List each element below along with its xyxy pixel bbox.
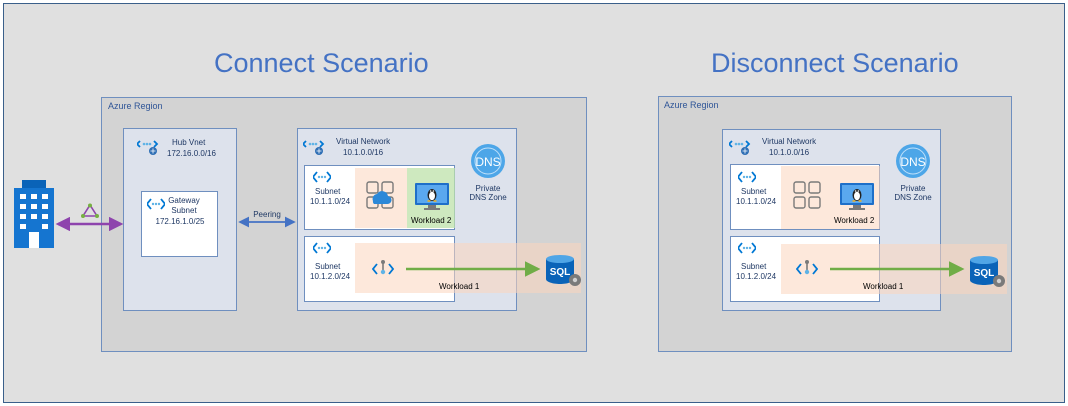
hub-vnet-cidr: 172.16.0.0/16 bbox=[167, 149, 216, 158]
vnet-icon bbox=[137, 140, 159, 155]
subnet-icon bbox=[313, 242, 331, 254]
private-endpoint-icon bbox=[796, 260, 818, 275]
disconnect-title: Disconnect Scenario bbox=[711, 48, 959, 78]
gateway-subnet-name-line1: Gateway bbox=[168, 196, 200, 205]
private-endpoint-icon bbox=[372, 260, 394, 275]
hub-vnet-name: Hub Vnet bbox=[172, 138, 206, 147]
gateway-subnet-name-line2: Subnet bbox=[171, 206, 197, 215]
sql-icon-text: SQL bbox=[974, 268, 995, 279]
app-service-icon bbox=[366, 181, 394, 209]
subnet-icon bbox=[738, 242, 756, 254]
connect-title: Connect Scenario bbox=[214, 48, 429, 78]
subnet-icon bbox=[147, 198, 165, 210]
disconnect-vnet-name: Virtual Network bbox=[762, 137, 817, 146]
connect-dns-line1: Private bbox=[475, 184, 501, 193]
connect-subnet1-cidr: 10.1.1.0/24 bbox=[310, 197, 351, 206]
disconnect-subnet2-name: Subnet bbox=[741, 262, 767, 271]
disconnect-subnet1-name: Subnet bbox=[741, 187, 767, 196]
disconnect-workload2-label: Workload 2 bbox=[834, 216, 875, 225]
vm-linux-icon bbox=[840, 183, 874, 210]
dns-icon-text: DNS bbox=[475, 155, 500, 169]
connect-region-label: Azure Region bbox=[108, 101, 163, 111]
gateway-subnet-cidr: 172.16.1.0/25 bbox=[155, 217, 205, 226]
connect-dns-line2: DNS Zone bbox=[469, 193, 507, 202]
disconnect-vnet-cidr: 10.1.0.0/16 bbox=[769, 148, 810, 157]
dns-icon: DNS bbox=[896, 144, 930, 178]
gateway-subnet bbox=[141, 191, 218, 257]
connect-subnet1-name: Subnet bbox=[315, 187, 341, 196]
disconnect-subnet2-cidr: 10.1.2.0/24 bbox=[736, 272, 777, 281]
vnet-icon bbox=[729, 140, 751, 155]
disconnect-region-label: Azure Region bbox=[664, 100, 719, 110]
subnet-icon bbox=[313, 171, 331, 183]
disconnect-dns-line2: DNS Zone bbox=[894, 193, 932, 202]
connect-subnet2-cidr: 10.1.2.0/24 bbox=[310, 272, 351, 281]
app-service-icon bbox=[793, 181, 821, 209]
dns-icon-text: DNS bbox=[900, 155, 925, 169]
disconnect-subnet1-cidr: 10.1.1.0/24 bbox=[736, 197, 777, 206]
disconnect-dns-line1: Private bbox=[900, 184, 926, 193]
building-icon bbox=[14, 180, 54, 248]
subnet-icon bbox=[738, 171, 756, 183]
peering-label: Peering bbox=[253, 210, 281, 219]
sql-icon-text: SQL bbox=[550, 267, 571, 278]
vm-linux-icon bbox=[415, 183, 449, 210]
connect-subnet2-name: Subnet bbox=[315, 262, 341, 271]
connect-workload1-label: Workload 1 bbox=[439, 282, 480, 291]
disconnect-workload1-label: Workload 1 bbox=[863, 282, 904, 291]
sql-database-icon: SQL bbox=[546, 255, 581, 286]
sql-database-icon: SQL bbox=[970, 256, 1005, 287]
connect-vnet-name: Virtual Network bbox=[336, 137, 391, 146]
dns-icon: DNS bbox=[471, 144, 505, 178]
connect-workload2-label: Workload 2 bbox=[411, 216, 452, 225]
connect-vnet-cidr: 10.1.0.0/16 bbox=[343, 148, 384, 157]
vnet-icon bbox=[303, 140, 325, 155]
